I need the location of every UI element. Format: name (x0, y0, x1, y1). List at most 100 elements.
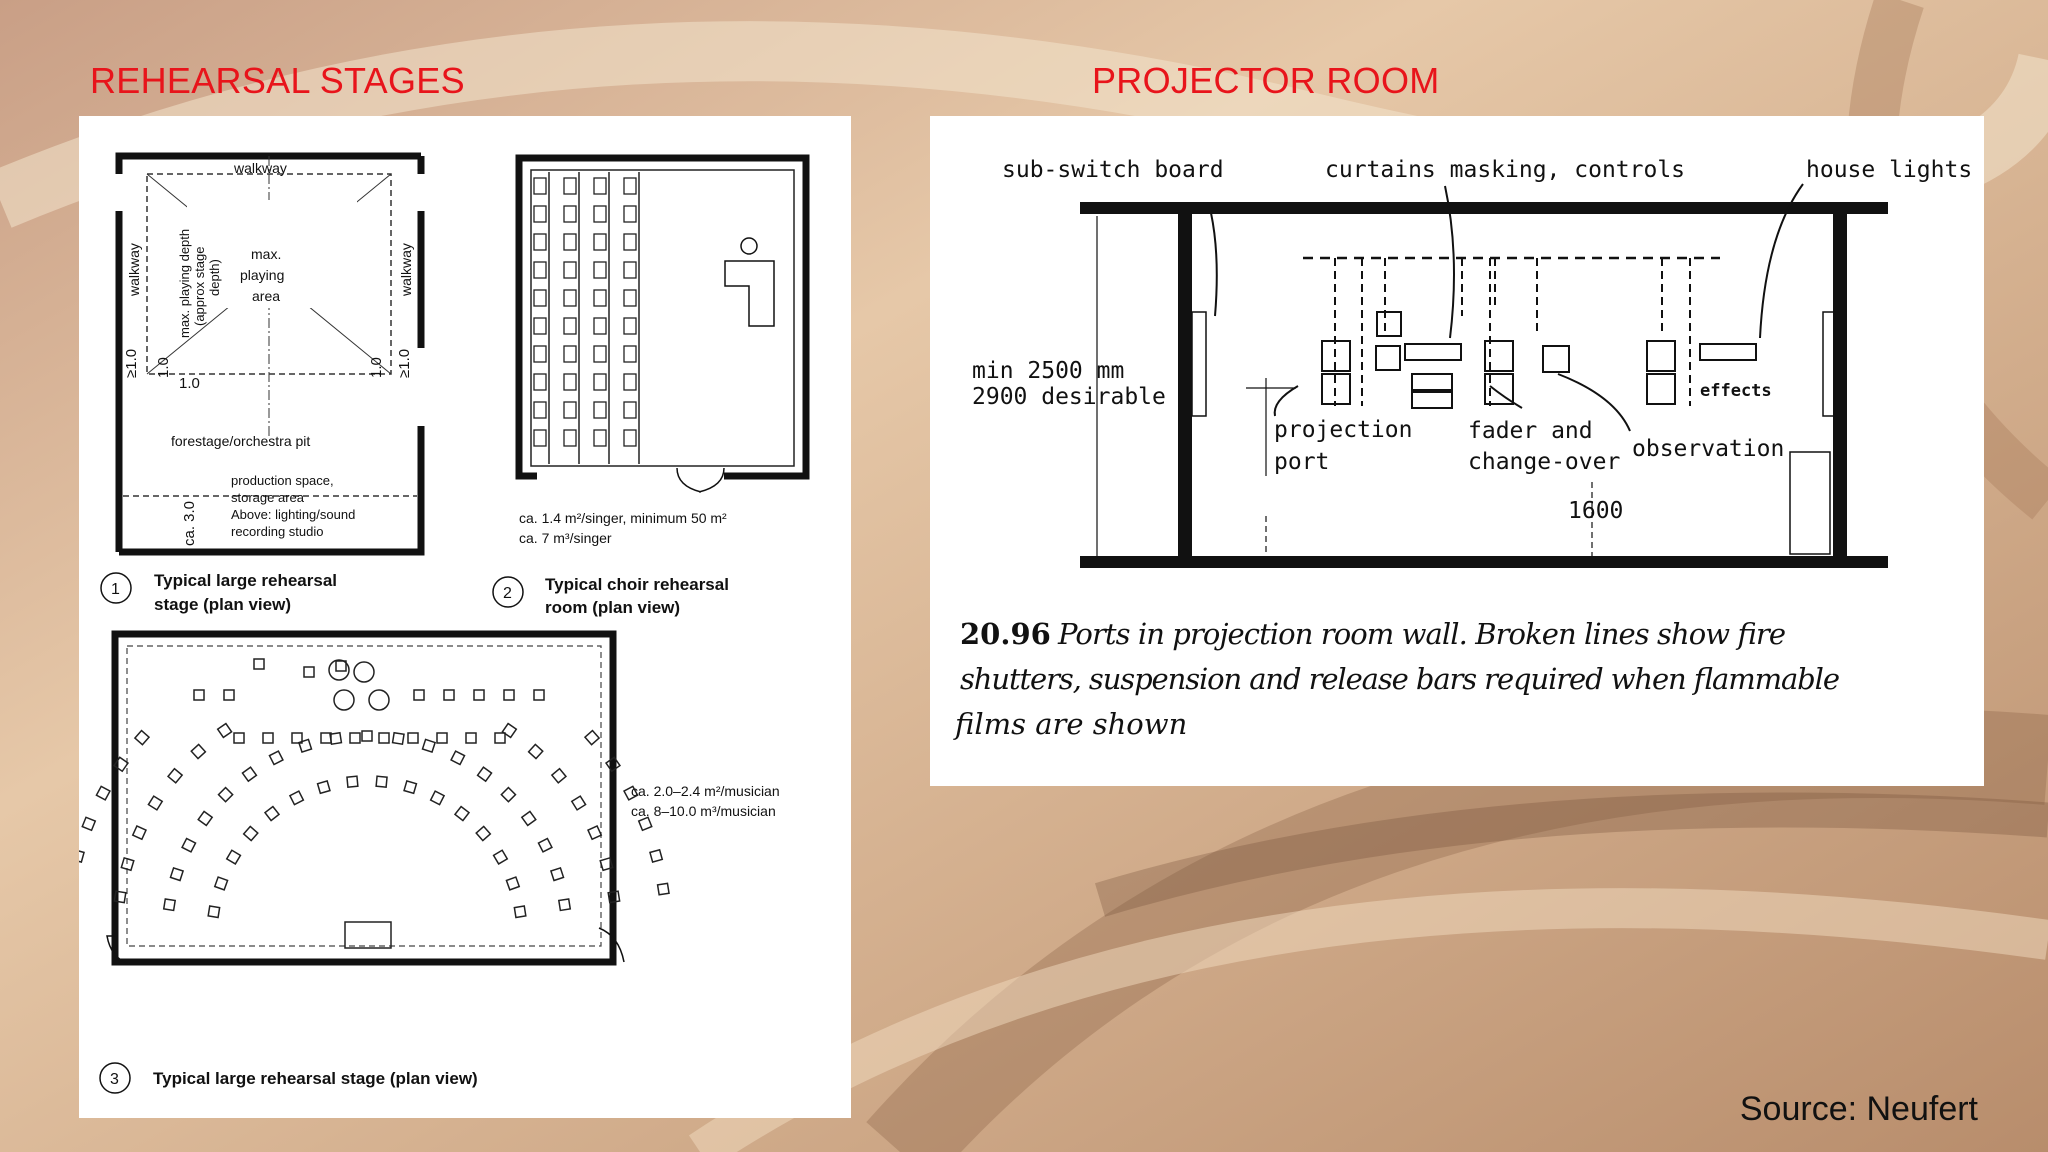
choir-seat (533, 261, 547, 279)
observation-label: observation (1632, 436, 1784, 462)
orchestra-seat (537, 837, 553, 853)
choir-seat (563, 177, 577, 195)
choir-seat (563, 205, 577, 223)
orchestra-seat (217, 786, 234, 803)
orchestra-seat (147, 795, 164, 811)
stage-depth-close-label: depth) (207, 259, 222, 296)
orchestra-seat (329, 731, 343, 746)
projector-room-section (1080, 183, 1888, 568)
port-label: port (1274, 449, 1329, 475)
choir-seat (593, 177, 607, 195)
orchestra-seat (241, 766, 258, 783)
orchestra-seat (207, 905, 221, 919)
projector-room-panel: sub-switch board curtains masking, contr… (930, 116, 1984, 786)
orchestra-seat (476, 766, 493, 783)
choir-seat (593, 345, 607, 363)
orchestra-seat (583, 729, 601, 746)
orchestra-seat (533, 689, 545, 701)
choir-seat (563, 289, 577, 307)
orchestra-seat (120, 856, 135, 872)
orchestra-seat (549, 866, 565, 882)
approx-stage-depth-label: (approx stage (192, 247, 207, 327)
choir-seat (563, 401, 577, 419)
orchestra-seat (607, 890, 621, 904)
orchestra-seat (375, 775, 388, 788)
projector-room-heading: PROJECTOR ROOM (1092, 60, 1440, 101)
max-label: max. (251, 246, 281, 262)
projector-unit (1646, 373, 1676, 405)
source-credit: Source: Neufert (1739, 1090, 1978, 1128)
orchestra-drum (368, 689, 390, 711)
figure-1-caption-line1: Typical large rehearsal (154, 571, 337, 590)
projection-label: projection (1274, 417, 1412, 443)
projector-unit (1404, 343, 1462, 361)
orchestra-seat (166, 767, 184, 784)
figure-2-choir-room-plan: ca. 1.4 m²/singer, minimum 50 m² ca. 7 m… (492, 154, 810, 617)
caption-line-2: shutters, suspension and release bars re… (960, 662, 1840, 696)
orchestra-seat (133, 729, 151, 746)
choir-area-note: ca. 1.4 m²/singer, minimum 50 m² (519, 510, 727, 526)
dim-ge-1-right: ≥1.0 (396, 349, 413, 378)
orchestra-seat (623, 785, 639, 801)
projector-unit (1411, 391, 1453, 409)
choir-seat (593, 289, 607, 307)
orchestra-seat (225, 849, 242, 865)
orchestra-seat (288, 790, 305, 806)
choir-seat (623, 317, 637, 335)
orchestra-seat (513, 905, 527, 919)
caption-line-1: Ports in projection room wall. Broken li… (1057, 617, 1786, 651)
orchestra-seat (407, 732, 419, 744)
orchestra-seat (297, 738, 313, 754)
projector-unit (1646, 340, 1676, 372)
orchestra-seat (181, 837, 197, 853)
figure-2-number: 2 (503, 585, 512, 602)
orchestra-seat (81, 816, 97, 832)
choir-seat (623, 429, 637, 447)
choir-seat (563, 373, 577, 391)
orchestra-drum (353, 661, 375, 683)
recording-studio-label: recording studio (231, 524, 324, 539)
orchestra-seat (213, 876, 229, 891)
caption-line-3: films are shown (953, 707, 1187, 741)
orchestra-area-note: ca. 2.0–2.4 m²/musician (631, 783, 780, 799)
orchestra-seat (505, 876, 521, 891)
figure-1-rehearsal-stage-plan: walkway walkway walkway max. playing dep… (100, 152, 425, 614)
figure-2-caption-line2: room (plan view) (545, 598, 680, 617)
choir-seat (563, 261, 577, 279)
choir-seat (623, 205, 637, 223)
figure-3-orchestra-rehearsal-plan: ca. 2.0–2.4 m²/musician ca. 8–10.0 m³/mu… (99, 630, 780, 1094)
orchestra-seat (223, 689, 235, 701)
forestage-label: forestage/orchestra pit (171, 433, 310, 449)
house-lights-label: house lights (1806, 157, 1972, 183)
orchestra-seat (473, 689, 485, 701)
conductor-podium (344, 921, 392, 949)
orchestra-seat (169, 866, 185, 882)
min-height-label: min 2500 mm (972, 358, 1124, 384)
orchestra-drum (328, 659, 350, 681)
choir-seat (623, 233, 637, 251)
choir-seat (623, 401, 637, 419)
storage-area-label: storage area (231, 490, 305, 505)
choir-seat (533, 233, 547, 251)
choir-seat (593, 373, 607, 391)
choir-seat (593, 261, 607, 279)
choir-seat (533, 401, 547, 419)
orchestra-seat (599, 856, 614, 872)
projector-unit (1484, 340, 1514, 372)
orchestra-seat (443, 689, 455, 701)
orchestra-seats (79, 658, 670, 919)
choir-seat (593, 429, 607, 447)
orchestra-seat (421, 738, 437, 754)
orchestra-seat (492, 849, 509, 865)
choir-seat (593, 317, 607, 335)
figure-1-caption-line2: stage (plan view) (154, 595, 291, 614)
orchestra-seat (95, 785, 111, 801)
orchestra-seat (253, 658, 265, 670)
orchestra-seat (242, 825, 259, 842)
dim-1-left-horizontal: 1.0 (179, 375, 200, 392)
dim-1-left-vertical: 1.0 (155, 357, 172, 378)
orchestra-seat (465, 732, 477, 744)
orchestra-seat (291, 732, 303, 744)
orchestra-seat (520, 810, 537, 827)
effects-label: effects (1700, 381, 1772, 401)
